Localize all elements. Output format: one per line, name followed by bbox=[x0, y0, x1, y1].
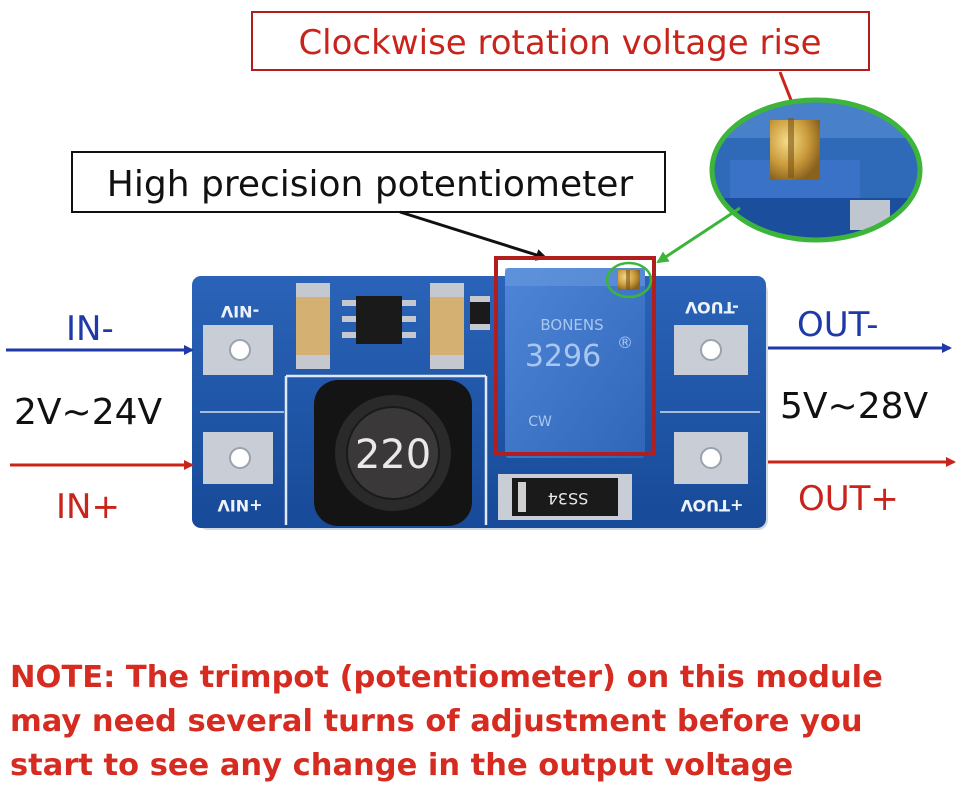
vout-neg-silkscreen: -TUOV bbox=[685, 298, 739, 317]
pot-brand: BONENS bbox=[540, 316, 603, 334]
input-labels: IN- 2V~24V IN+ bbox=[6, 309, 194, 527]
potentiometer-highlight bbox=[494, 256, 656, 456]
note-line-2: may need several turns of adjustment bef… bbox=[10, 704, 863, 739]
resistor bbox=[470, 296, 490, 330]
boost-converter-board: -NIV +NIV -TUOV +TUOV bbox=[192, 256, 768, 530]
vin-neg-silkscreen: -NIV bbox=[220, 302, 259, 321]
in-neg-label: IN- bbox=[66, 309, 114, 349]
out-pos-label: OUT+ bbox=[798, 479, 899, 519]
output-labels: OUT- 5V~28V OUT+ bbox=[768, 305, 956, 519]
zoom-ring bbox=[709, 97, 923, 243]
controller-chip bbox=[342, 296, 416, 344]
inductor: 220 bbox=[314, 380, 472, 526]
rotation-callout-text: Clockwise rotation voltage rise bbox=[298, 23, 821, 63]
rotation-callout: Clockwise rotation voltage rise bbox=[251, 11, 870, 130]
schottky-diode: SS34 bbox=[498, 474, 632, 520]
vout-pos-silkscreen: +TUOV bbox=[680, 496, 743, 515]
vin-pos-pad bbox=[203, 432, 273, 484]
input-voltage-range: 2V~24V bbox=[14, 392, 163, 433]
output-voltage-range: 5V~28V bbox=[780, 386, 929, 427]
out-neg-label: OUT- bbox=[797, 305, 879, 345]
pot-registered: ® bbox=[617, 333, 633, 352]
rotation-callout-box bbox=[251, 11, 870, 71]
potentiometer-callout-text: High precision potentiometer bbox=[107, 164, 634, 205]
pot-model: 3296 bbox=[525, 339, 601, 374]
potentiometer-callout-box bbox=[71, 151, 666, 213]
vout-neg-pad bbox=[674, 325, 748, 375]
pot-cw: CW bbox=[528, 414, 552, 430]
potentiometer-callout: High precision potentiometer bbox=[71, 151, 666, 261]
note-line-1: NOTE: The trimpot (potentiometer) on thi… bbox=[10, 660, 883, 695]
pot-screw-highlight bbox=[605, 261, 653, 299]
trimpot-zoom-bubble bbox=[656, 97, 923, 264]
note-line-3: start to see any change in the output vo… bbox=[10, 748, 794, 783]
output-capacitor bbox=[430, 283, 464, 369]
vin-neg-pad bbox=[203, 325, 273, 375]
in-pos-label: IN+ bbox=[56, 487, 120, 527]
diode-code: SS34 bbox=[548, 489, 589, 508]
trimpot: BONENS 3296 ® CW bbox=[505, 268, 645, 458]
vout-pos-pad bbox=[674, 432, 748, 484]
potentiometer-callout-arrow bbox=[399, 210, 548, 261]
vin-pos-silkscreen: +NIV bbox=[217, 496, 263, 515]
adjustment-note: NOTE: The trimpot (potentiometer) on thi… bbox=[10, 656, 975, 788]
inductor-code: 220 bbox=[355, 432, 431, 478]
zoom-pointer-arrow bbox=[656, 206, 741, 264]
pot-adjust-screw bbox=[618, 270, 640, 290]
input-capacitor bbox=[296, 283, 330, 369]
